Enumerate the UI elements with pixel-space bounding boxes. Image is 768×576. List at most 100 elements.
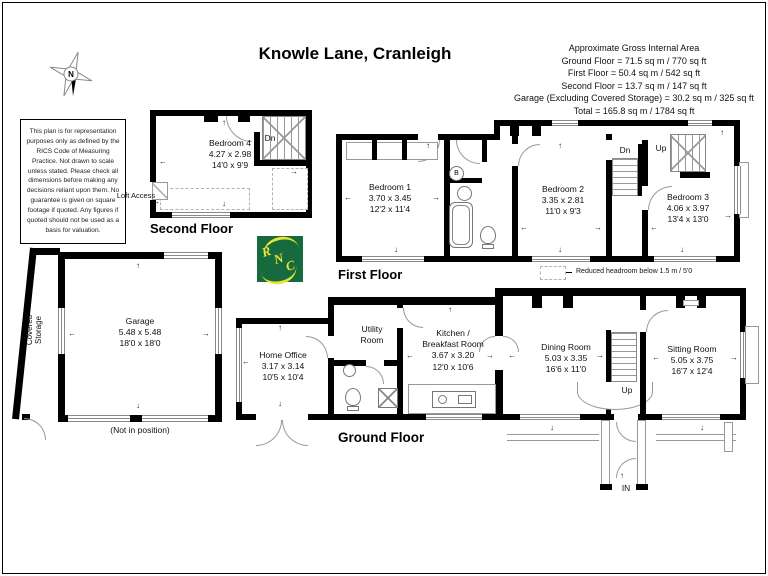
room-name: Bedroom 3: [666, 192, 710, 202]
room-label-bedroom4: Bedroom 4 4.27 x 2.98 14'0 x 9'9: [172, 138, 288, 172]
door-arc: [456, 140, 480, 164]
area-line: Garage (Excluding Covered Storage) = 30.…: [514, 93, 754, 104]
room-name: Garage: [125, 316, 155, 326]
north-compass-icon: N: [49, 51, 93, 97]
dimension-arrow-icon: [596, 352, 604, 360]
kitchen-drainer: [458, 395, 472, 404]
wall: [336, 134, 342, 262]
room-name: Utility: [361, 324, 383, 334]
dimension-arrow-icon: [406, 352, 414, 360]
wall: [512, 134, 518, 256]
wall: [638, 144, 643, 196]
wall: [22, 414, 30, 420]
area-summary-heading: Approximate Gross Internal Area: [568, 43, 700, 53]
door-arc: [646, 310, 668, 332]
dimension-arrow-icon: [394, 246, 398, 254]
boiler-label: B: [454, 170, 459, 177]
door-opening: [256, 414, 308, 420]
room-dims-imperial: 14'0 x 9'9: [211, 160, 249, 171]
garage-plan: Garage 5.48 x 5.48 18'0 x 18'0: [12, 246, 234, 446]
garage-door: [142, 415, 208, 422]
room-dims-imperial: 12'2 x 11'4: [369, 204, 411, 215]
chimney-stub: [532, 296, 542, 308]
window: [172, 212, 230, 218]
door-arc: [24, 418, 46, 440]
first-floor-label: First Floor: [338, 267, 403, 282]
dimension-arrow-icon: [508, 352, 516, 360]
shower: [378, 388, 398, 408]
window: [362, 256, 424, 262]
staircase-up: [670, 134, 706, 172]
toilet: [345, 388, 361, 406]
wall: [334, 360, 366, 366]
floor-plan-second: Dn Bedroom 4 4.27 x 2.98 14'0 x 9'9: [150, 110, 312, 218]
page-title: Knowle Lane, Cranleigh: [258, 44, 452, 63]
patio-edge: [656, 434, 736, 441]
dimension-arrow-icon: [278, 400, 282, 408]
door-arc: [403, 308, 423, 328]
window: [164, 252, 208, 259]
room-dims-imperial: 10'5 x 10'4: [262, 372, 304, 383]
area-line: First Floor = 50.4 sq m / 542 sq ft: [567, 68, 701, 79]
toilet-base: [482, 244, 494, 249]
dimension-arrow-icon: [448, 306, 452, 314]
agency-logo: R N C: [257, 233, 303, 288]
room-name: Bedroom 4: [208, 138, 252, 148]
room-name: Dining Room: [541, 342, 591, 352]
wall: [444, 178, 482, 183]
wall: [600, 484, 612, 490]
door-arc: [366, 366, 384, 384]
area-line: Ground Floor = 71.5 sq m / 770 sq ft: [561, 55, 707, 66]
room-dims-metric: 3.35 x 2.81: [541, 195, 585, 206]
area-line: Total = 165.8 sq m / 1784 sq ft: [573, 105, 695, 116]
compass-n-label: N: [68, 70, 74, 79]
dimension-arrow-icon: [720, 129, 724, 137]
door-opening: [328, 336, 334, 358]
room-name: Bedroom 1: [368, 182, 412, 192]
legend-swatch: [540, 266, 566, 280]
loft-access-hatch: [152, 182, 168, 200]
patio-edge: [507, 434, 599, 441]
wall: [58, 252, 222, 259]
stairs-up-label: Up: [621, 385, 633, 395]
dimension-arrow-icon: [432, 194, 440, 202]
wardrobe: [346, 142, 438, 160]
room-dims-metric: 5.05 x 3.75: [670, 355, 714, 366]
dimension-arrow-icon: [730, 354, 738, 362]
dimension-arrow-icon: [278, 324, 282, 332]
wall: [34, 248, 60, 255]
wall: [328, 297, 503, 305]
room-dims-imperial: 18'0 x 18'0: [119, 338, 161, 349]
room-dims-imperial: 16'6 x 11'0: [545, 364, 587, 375]
wall: [606, 134, 612, 256]
sink: [457, 186, 472, 201]
door-opening: [397, 308, 403, 328]
dimension-arrow-icon: [222, 119, 226, 127]
wall: [680, 172, 710, 178]
dimension-arrow-icon: [558, 246, 562, 254]
logo-background: [257, 236, 303, 282]
room-dims-imperial: 12'0 x 10'6: [432, 361, 474, 372]
room-label-sitting: Sitting Room 5.05 x 3.75 16'7 x 12'4: [648, 344, 736, 378]
chimney-stub: [510, 126, 519, 136]
entrance-label: IN: [621, 483, 631, 493]
bay-window: [745, 326, 759, 384]
wall: [636, 484, 648, 490]
second-floor-label: Second Floor: [150, 221, 234, 236]
room-name: Sitting Room: [667, 344, 717, 354]
covered-storage-label: Covered Storage: [25, 293, 53, 367]
wall: [236, 402, 242, 420]
room-dims-metric: 4.06 x 3.97: [666, 203, 710, 214]
kitchen-sink-bowl: [438, 395, 447, 404]
dimension-arrow-icon: [520, 224, 528, 232]
window: [662, 414, 720, 420]
dimension-arrow-icon: [136, 402, 140, 410]
dimension-arrow-icon: [242, 358, 250, 366]
wall: [150, 212, 312, 218]
room-dims-metric: 3.70 x 3.45: [368, 193, 412, 204]
room-label-bedroom2: Bedroom 2 3.35 x 2.81 11'0 x 9'3: [520, 184, 606, 218]
room-dims-imperial: 16'7 x 12'4: [671, 366, 713, 377]
dimension-arrow-icon: [68, 330, 76, 338]
room-label-bedroom3: Bedroom 3 4.06 x 3.97 13'4 x 13'0: [644, 192, 732, 226]
legend-text: Reduced headroom below 1.5 m / 5'0: [576, 268, 693, 275]
